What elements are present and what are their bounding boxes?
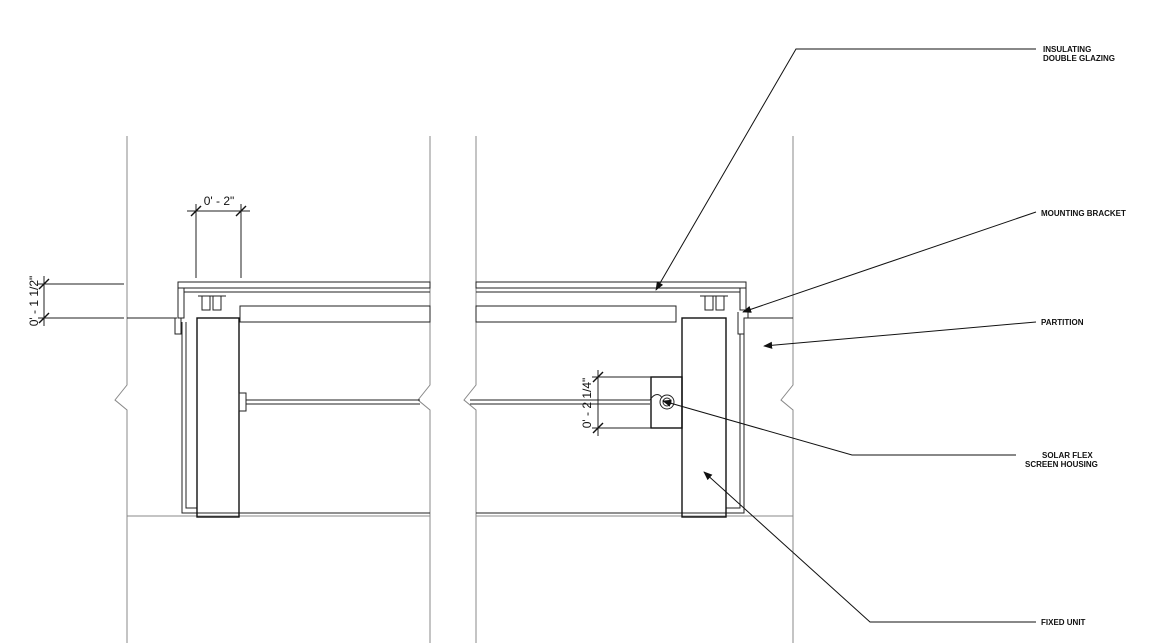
label-screen-housing-line1: SOLAR FLEX	[1042, 451, 1093, 460]
dimension-height-right-text: 0' - 2 1/4"	[580, 378, 594, 429]
screen-housing	[649, 376, 683, 429]
leader-insulating-glazing	[655, 48, 1036, 291]
label-screen-housing-line2: SCREEN HOUSING	[1025, 460, 1098, 469]
screen-cable	[246, 399, 650, 405]
left-wall	[114, 136, 431, 643]
leader-fixed-unit	[703, 471, 1036, 623]
glazing-frame-right	[475, 281, 749, 514]
label-insulating-glazing-line1: INSULATING	[1043, 45, 1091, 54]
label-fixed-unit: FIXED UNIT	[1041, 618, 1086, 627]
dimension-width-top: 0' - 2"	[187, 194, 250, 278]
leader-partition	[763, 321, 1037, 349]
dimension-height-left: 0' - 1 1/2"	[27, 276, 124, 327]
dimension-width-text: 0' - 2"	[204, 194, 235, 208]
label-insulating-glazing-line2: DOUBLE GLAZING	[1043, 54, 1115, 63]
dimension-height-right: 0' - 2 1/4"	[580, 370, 651, 436]
label-partition: PARTITION	[1041, 318, 1084, 327]
fixed-unit-left	[196, 317, 247, 518]
leader-mounting-bracket	[742, 211, 1037, 313]
leader-screen-housing	[662, 399, 1016, 456]
glazing-frame-left	[174, 281, 431, 514]
right-wall	[463, 136, 794, 643]
dimension-height-left-text: 0' - 1 1/2"	[27, 276, 41, 327]
label-mounting-bracket: MOUNTING BRACKET	[1041, 209, 1126, 218]
